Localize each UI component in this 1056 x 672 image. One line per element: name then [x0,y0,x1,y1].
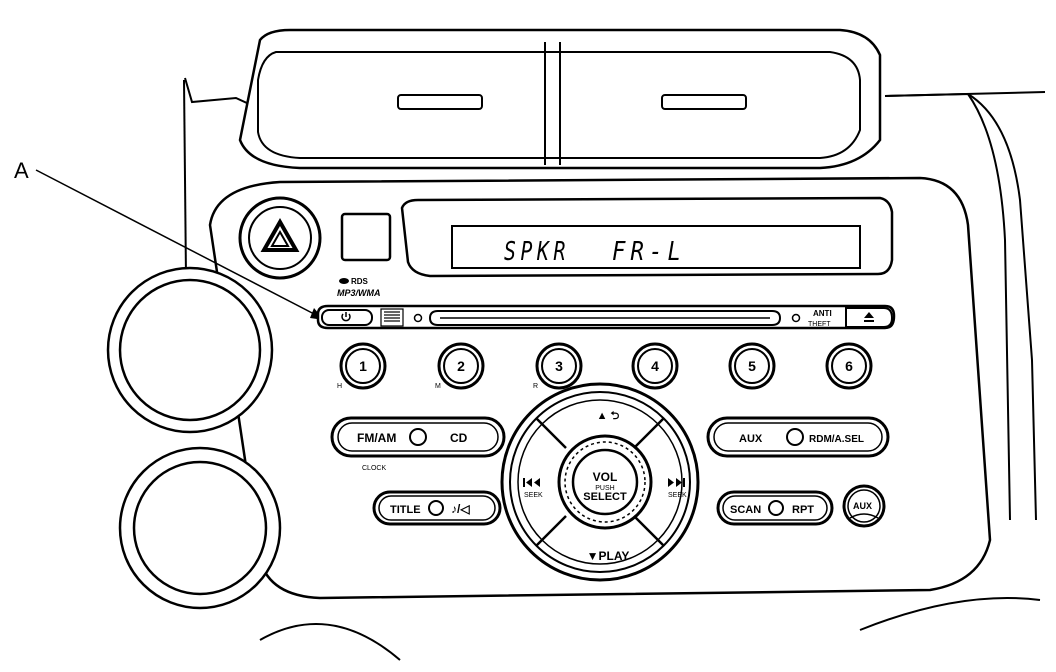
aux-rdm-divider-icon [786,428,804,446]
preset-number: 2 [457,358,465,374]
preset-number: 3 [555,358,563,374]
knob-up-label: ▲ ⮌ [597,410,620,422]
anti-theft-label-line1: ANTI [813,309,832,318]
title-divider-icon [428,500,444,516]
lcd-right-text: FR-L [612,237,686,267]
lcd-left-text: SPKR [504,237,570,267]
cd-slot[interactable] [428,310,782,326]
seek-right-label: SEEK [668,492,687,499]
aux-rdm-rocker[interactable] [706,416,890,458]
aux-input-jack[interactable] [842,484,886,528]
dashboard-outline [183,77,1046,521]
scan-rpt-divider-icon [768,500,784,516]
lower-trim [259,597,1041,661]
preset-button-2[interactable]: 2M [435,342,485,390]
knob-play-label: ▼PLAY [587,549,630,563]
knob-push-label: PUSH [595,485,614,492]
vol-select-knob[interactable] [557,434,653,530]
fm-am-cd-rocker[interactable] [330,416,506,458]
fm-am-cd-divider-icon [409,428,427,446]
fm-am-button-label: FM/AM [357,431,396,445]
aux-button-label: AUX [739,433,763,445]
hazard-triangle-icon [260,217,300,252]
left-circular-vent-top [106,266,274,434]
seek-left-label: SEEK [524,492,543,499]
lcd-screen [451,225,861,269]
power-icon [341,312,351,322]
seek-forward-icon [668,478,685,487]
top-vent-housing [238,28,882,170]
preset-button-1[interactable]: 1H [337,342,387,390]
title-music-rocker[interactable]: ♪/◁ [372,490,502,526]
preset-number: 5 [748,358,756,374]
square-indicator [340,212,392,262]
rds-logo-text: RDS [351,277,369,286]
preset-number: 4 [651,358,659,374]
clock-label: CLOCK [362,465,386,472]
rds-logo: RDS [339,277,369,286]
left-circular-vent-bottom [118,446,282,610]
eject-button[interactable] [845,307,894,328]
preset-sublabel: M [435,383,441,390]
vent-slot-right [661,94,747,110]
title-button-label: TITLE [390,504,421,516]
preset-button-6[interactable]: 6 [825,342,873,390]
anti-theft-led [791,313,801,323]
anti-theft-label-line2: THEFT [808,321,831,328]
eject-icon [864,312,874,322]
cd-button-label: CD [450,431,468,445]
vent-slot-left [397,94,483,110]
scan-rpt-rocker[interactable] [716,490,834,526]
mp3-wma-logo: MP3/WMA [337,288,381,298]
hazard-button[interactable] [238,196,322,280]
rpt-button-label: RPT [792,504,814,516]
preset-number: 6 [845,358,853,374]
power-button[interactable] [321,309,373,326]
callout-label: A [14,158,29,183]
music-note-icon: ♪/◁ [451,502,470,516]
preset-button-3[interactable]: 3R [533,342,583,390]
preset-sublabel: R [533,383,538,390]
rdm-button-label: RDM/A.SEL [809,434,864,445]
scan-button-label: SCAN [730,504,761,516]
compact-disc-logo-icon [380,308,404,327]
cd-indicator-led [413,313,423,323]
knob-select-label: SELECT [583,491,627,503]
preset-button-5[interactable]: 5 [728,342,776,390]
preset-button-4[interactable]: 4 [631,342,679,390]
preset-sublabel: H [337,383,342,390]
knob-vol-label: VOL [593,470,618,484]
preset-number: 1 [359,358,367,374]
aux-jack-label: AUX [853,501,872,511]
seek-back-icon [523,478,540,487]
